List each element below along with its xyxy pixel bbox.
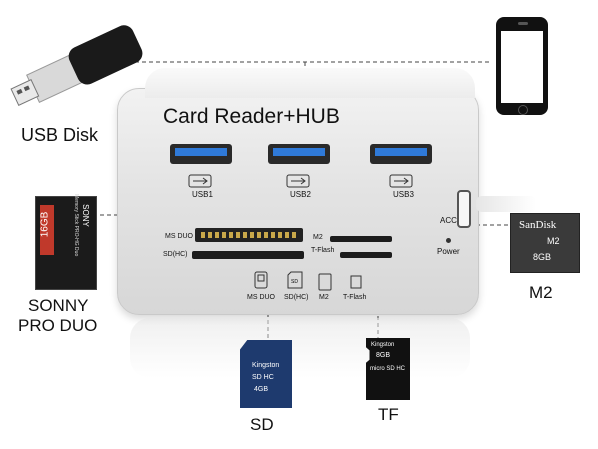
- usb-disk-image: [10, 25, 143, 106]
- m2-type: M2: [547, 236, 560, 246]
- usb-icon: [389, 174, 413, 188]
- ms-pro-duo-label-1: SONNY: [28, 296, 89, 315]
- slot-label-ms-duo: MS DUO: [165, 233, 193, 240]
- m2-card: SanDisk M2 8GB: [510, 213, 580, 273]
- hub-cable: [476, 196, 536, 212]
- usb1-label: USB1: [192, 190, 213, 199]
- m2-capacity: 8GB: [533, 252, 552, 262]
- sd-brand: Kingston: [252, 362, 280, 369]
- icon-label-tflash: T-Flash: [343, 294, 367, 301]
- phone-image: [496, 17, 548, 115]
- sd-card: Kingston SD HC 4GB: [240, 340, 292, 408]
- hub-title: Card Reader+HUB: [163, 105, 340, 128]
- ms-pro-duo-label-2: PRO DUO: [18, 316, 98, 335]
- tf-brand: Kingston: [371, 342, 395, 348]
- hub-top-shade: [145, 68, 475, 98]
- slot-label-m2: M2: [313, 234, 323, 241]
- hub-body: [117, 88, 479, 315]
- hub-reflection: [130, 318, 470, 378]
- usb-icon: [286, 174, 310, 188]
- usb3-label: USB3: [393, 190, 414, 199]
- usb-disk-label: USB Disk: [21, 125, 99, 145]
- sd-type: SD HC: [252, 374, 274, 381]
- svg-text:SD: SD: [291, 279, 298, 285]
- m2-label: M2: [529, 283, 553, 302]
- ms-duo-slot[interactable]: [195, 228, 303, 242]
- tf-type: micro SD HC: [370, 366, 406, 372]
- power-label: Power: [437, 247, 460, 256]
- usb-port-1[interactable]: [170, 144, 232, 164]
- sd-label: SD: [250, 415, 274, 434]
- m2-slot[interactable]: [330, 236, 392, 242]
- usb-port-2[interactable]: [268, 144, 330, 164]
- tf-label: TF: [378, 405, 399, 424]
- sd-slot[interactable]: [192, 251, 304, 259]
- slot-label-tflash: T-Flash: [311, 247, 335, 254]
- icon-label-ms-duo: MS DUO: [247, 294, 275, 301]
- icon-label-m2: M2: [319, 294, 329, 301]
- icon-label-sd: SD(HC): [284, 294, 309, 301]
- acc-label: ACC: [440, 216, 457, 225]
- sd-card-icon: SD: [287, 271, 303, 289]
- tflash-slot[interactable]: [340, 252, 392, 258]
- slot-label-sd: SD(HC): [163, 251, 188, 258]
- ms-duo-brand: SONY: [80, 204, 90, 227]
- m2-card-icon: [318, 273, 332, 291]
- ms-duo-capacity: 16GB: [39, 211, 51, 238]
- sd-capacity: 4GB: [254, 386, 269, 393]
- tflash-card-icon: [350, 275, 362, 289]
- tf-capacity: 8GB: [376, 352, 391, 359]
- usb-port-3[interactable]: [370, 144, 432, 164]
- m2-brand: SanDisk: [519, 219, 557, 231]
- ms-duo-text: Memory Stick PRO-HG Duo: [73, 194, 79, 257]
- ms-pro-duo-card: 16GB SONY Memory Stick PRO-HG Duo: [35, 194, 97, 290]
- acc-indicator: [457, 190, 471, 228]
- usb2-label: USB2: [290, 190, 311, 199]
- ms-duo-card-icon: [254, 271, 268, 289]
- power-led-icon: [446, 238, 451, 243]
- usb-icon: [188, 174, 212, 188]
- tf-card: Kingston 8GB micro SD HC: [366, 338, 410, 400]
